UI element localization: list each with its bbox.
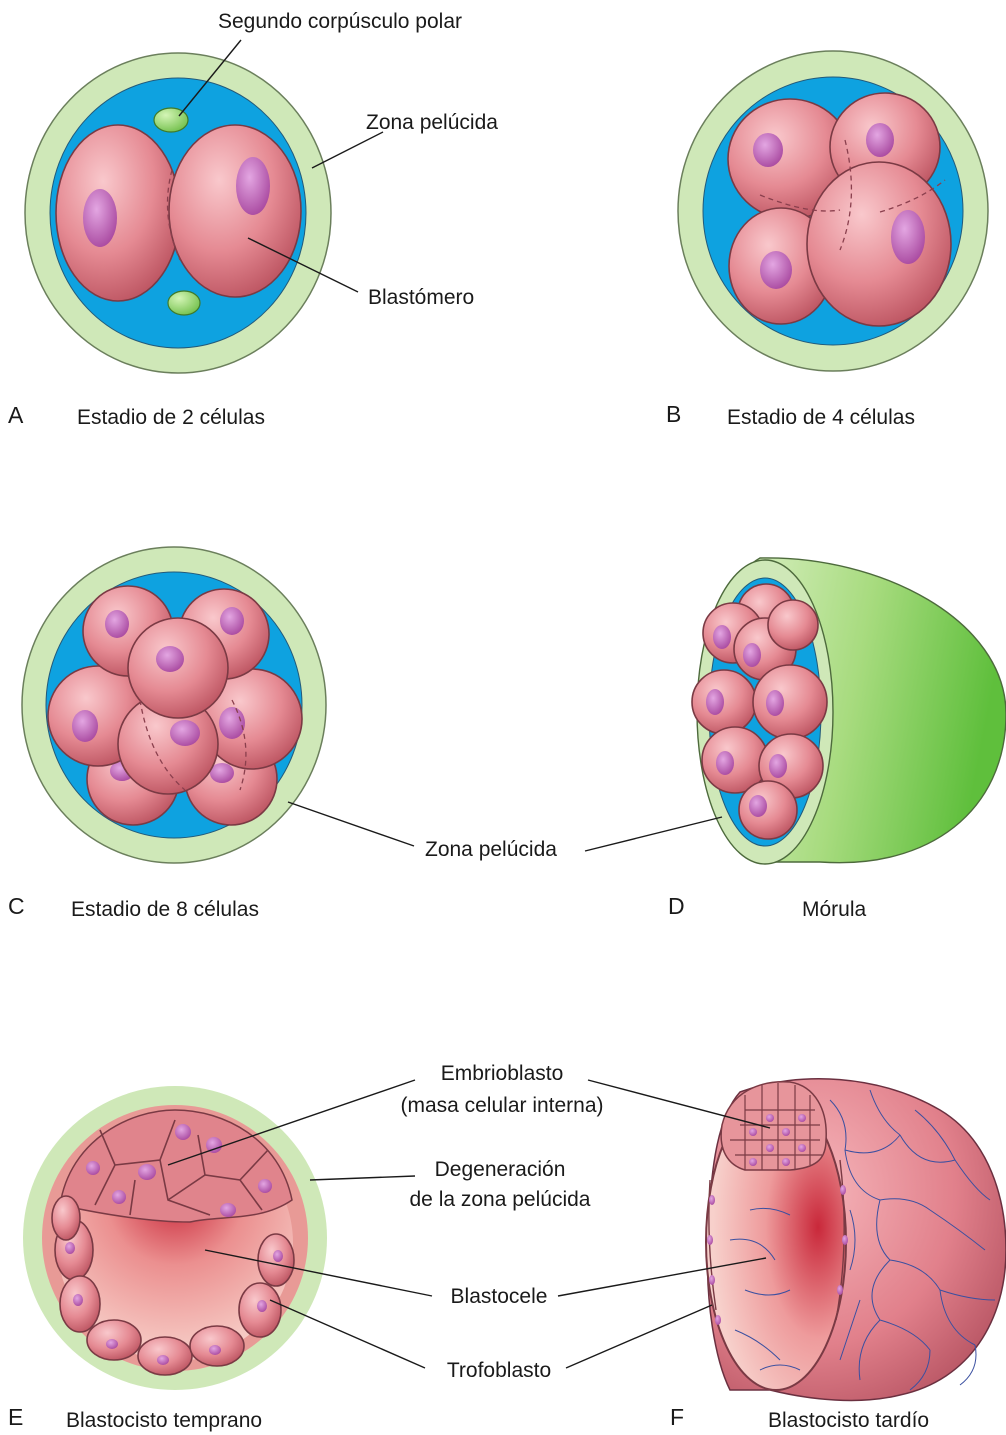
morula-cell-nucleus [706, 689, 724, 715]
panel-letter-a: A [8, 402, 24, 428]
panel-d-morula: D Mórula [668, 558, 1006, 921]
blastomere-right [169, 125, 301, 297]
blastomere-nucleus [170, 720, 200, 746]
blastomere-3-nucleus [760, 251, 792, 289]
morula-cell-nucleus [769, 754, 787, 778]
embryoblast-nucleus [782, 1128, 790, 1136]
label-embryoblast-line1: Embrioblasto [441, 1062, 564, 1085]
caption-c: Estadio de 8 células [71, 898, 259, 921]
trophoblast-nucleus [715, 1315, 721, 1325]
trophoblast-nucleus [157, 1355, 169, 1365]
label-zona-pellucida-cd: Zona pelúcida [425, 838, 557, 861]
leader-zona-pellucida-c [288, 802, 414, 846]
caption-e: Blastocisto temprano [66, 1409, 262, 1432]
trophoblast-nucleus [837, 1285, 843, 1295]
caption-f: Blastocisto tardío [768, 1409, 929, 1432]
blastomere-4-nucleus [891, 210, 925, 264]
embryoblast-nucleus [749, 1128, 757, 1136]
label-blastomere: Blastómero [368, 286, 474, 309]
blastomere-left-nucleus [83, 189, 117, 247]
embryoblast-nucleus [86, 1161, 100, 1175]
morula-cell [768, 600, 818, 650]
morula-cell [753, 665, 827, 739]
leader-degeneration [310, 1176, 415, 1180]
panel-letter-d: D [668, 893, 685, 919]
blastomere-nucleus [156, 646, 184, 672]
trophoblast-nucleus [209, 1345, 221, 1355]
blastocyst-center-labels: Embrioblasto (masa celular interna) Dege… [400, 1062, 603, 1382]
embryoblast-nucleus [258, 1179, 272, 1193]
blastomere-nucleus [72, 710, 98, 742]
embryoblast-nucleus [798, 1144, 806, 1152]
embryoblast-nucleus [175, 1124, 191, 1140]
panel-b-four-cell-stage: B Estadio de 4 células [666, 51, 988, 429]
caption-d: Mórula [802, 898, 867, 921]
trophoblast-nucleus [707, 1235, 713, 1245]
caption-b: Estadio de 4 células [727, 406, 915, 429]
embryoblast-nucleus [782, 1158, 790, 1166]
embryoblast-nucleus [749, 1158, 757, 1166]
embryoblast-nucleus [138, 1164, 156, 1180]
leader-zona-pellucida-d [585, 817, 722, 851]
panel-f-late-blastocyst: F Blastocisto tardío [558, 1079, 1006, 1432]
zona-pellucida-shared-label: Zona pelúcida [288, 802, 722, 861]
trophoblast-nucleus [840, 1185, 846, 1195]
trophoblast-nucleus [709, 1275, 715, 1285]
leader-trophoblast-e [270, 1300, 425, 1368]
embryoblast-nucleus [112, 1190, 126, 1204]
blastomere-nucleus [219, 707, 245, 739]
morula-cell-nucleus [749, 795, 767, 817]
label-degeneration-line2: de la zona pelúcida [410, 1188, 591, 1211]
embryoblast-nucleus [798, 1114, 806, 1122]
morula-cell-nucleus [743, 643, 761, 667]
trophoblast-nucleus [273, 1250, 283, 1262]
embryoblast-nucleus [766, 1144, 774, 1152]
leader-trophoblast-f [566, 1305, 712, 1368]
label-blastocoele: Blastocele [451, 1285, 548, 1308]
caption-a: Estadio de 2 células [77, 406, 265, 429]
morula-cell-nucleus [766, 690, 784, 716]
panel-letter-c: C [8, 893, 25, 919]
blastomere-nucleus [220, 607, 244, 635]
trophoblast-nucleus [842, 1235, 848, 1245]
panel-c-eight-cell-stage: C Estadio de 8 células [8, 547, 326, 921]
blastomere-nucleus [105, 610, 129, 638]
label-embryoblast-line2: (masa celular interna) [400, 1094, 603, 1117]
trophoblast-nucleus [73, 1294, 83, 1306]
panel-e-early-blastocyst: E Blastocisto temprano [8, 1080, 432, 1432]
polar-body-bottom [168, 291, 200, 315]
label-second-polar-body: Segundo corpúsculo polar [218, 10, 462, 33]
trophoblast-nucleus [106, 1339, 118, 1349]
blastomere-left [56, 125, 180, 301]
label-trophoblast: Trofoblasto [447, 1359, 551, 1382]
trophoblast-nucleus [65, 1242, 75, 1254]
morula-cell-nucleus [716, 751, 734, 775]
leader-zona-pellucida-a [312, 132, 383, 168]
trophoblast-nucleus [257, 1300, 267, 1312]
morula-cell-nucleus [713, 625, 731, 649]
panel-a-two-cell-stage: Segundo corpúsculo polar Zona pelúcida B… [8, 10, 498, 429]
label-zona-pellucida-a: Zona pelúcida [366, 111, 498, 134]
panel-letter-b: B [666, 401, 681, 427]
blastomere-2-nucleus [866, 123, 894, 157]
trophoblast-nucleus [709, 1195, 715, 1205]
embryoblast-nucleus [220, 1203, 236, 1217]
blastomere-right-nucleus [236, 157, 270, 215]
trophoblast-cell [52, 1196, 80, 1240]
panel-letter-f: F [670, 1404, 684, 1430]
morula-cell [739, 781, 797, 839]
label-degeneration-line1: Degeneración [435, 1158, 566, 1181]
embryoblast-nucleus [766, 1114, 774, 1122]
panel-letter-e: E [8, 1404, 23, 1430]
